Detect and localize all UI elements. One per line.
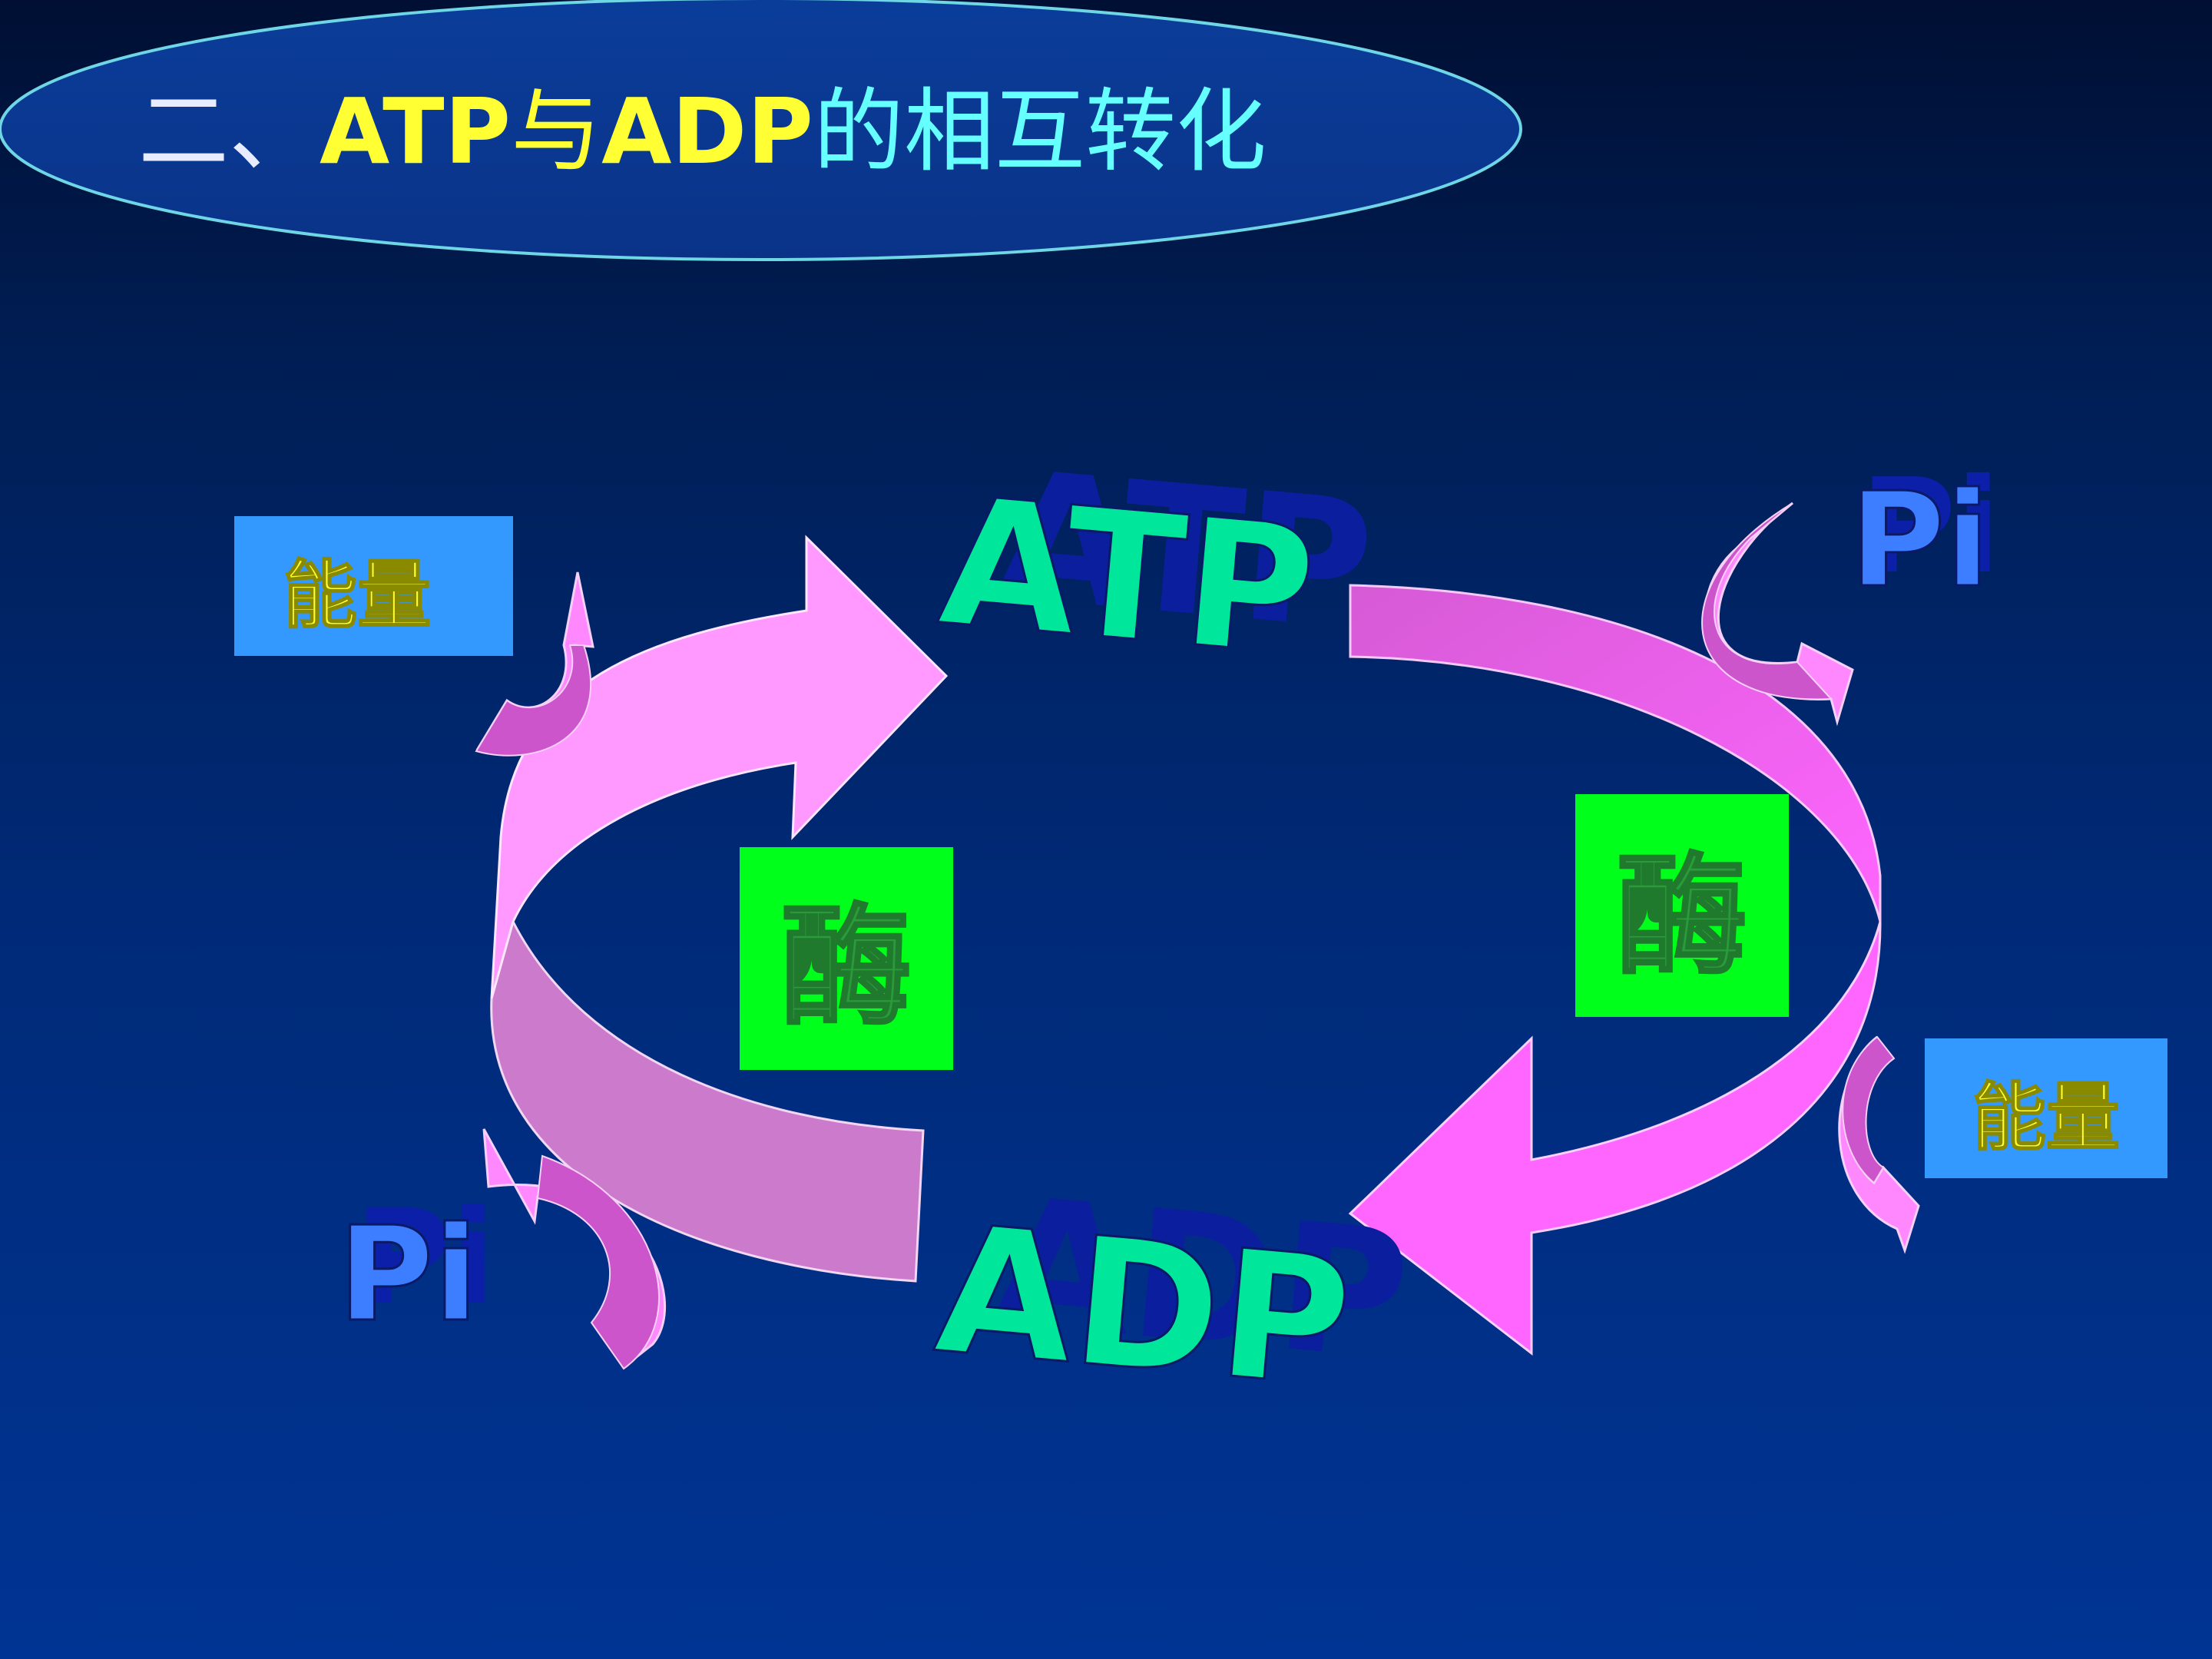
adp-label-shadow: ADP: [987, 1160, 1416, 1400]
title-atp: ATP: [320, 78, 511, 184]
enzyme-box-left: 酶: [740, 847, 953, 1070]
pi-in-curved-arrow-body: [536, 1154, 660, 1370]
atp-label-text: ATP: [933, 459, 1323, 696]
energy-label-right: 能量: [1972, 1075, 2120, 1161]
title-with: 与: [511, 78, 601, 184]
pi-out-curved-arrow-body: [1701, 502, 1833, 700]
pi-label-top-right-shadow: Pi: [1860, 451, 2001, 603]
adp-label-text: ADP: [929, 1187, 1358, 1428]
atp-label: ATP ATP: [932, 434, 1380, 697]
enzyme-box-left-bg: [740, 847, 953, 1070]
hydrolysis-arrow-head: [1348, 921, 1882, 1356]
adp-label: ADP ADP: [928, 1160, 1416, 1429]
energy-box-left-bg: [234, 516, 513, 656]
title-banner: 二、ATP与ADP的相互转化: [0, 0, 1522, 261]
title-prefix: 二、: [138, 78, 320, 184]
enzyme-box-right-bg: [1575, 794, 1789, 1017]
enzyme-box-right: 酶: [1575, 794, 1789, 1017]
page-title: 二、ATP与ADP的相互转化: [138, 78, 1267, 184]
energy-box-right: 能量: [1925, 1038, 2167, 1178]
pi-label-bottom-left-shadow: Pi: [355, 1182, 495, 1334]
title-oval: [0, 0, 1522, 261]
hydrolysis-arrow-tail: [1349, 584, 1882, 922]
pi-label-top-right-text: Pi: [1849, 465, 1990, 617]
energy-box-left: 能量: [234, 516, 513, 656]
title-suffix: 的相互转化: [813, 78, 1267, 184]
energy-box-right-bg: [1925, 1038, 2167, 1178]
enzyme-label-left: 酶: [781, 892, 912, 1044]
enzyme-label-right: 酶: [1617, 841, 1747, 993]
atp-label-shadow: ATP: [991, 434, 1380, 671]
energy-in-curved-arrow-body: [475, 644, 592, 757]
energy-label-left: 能量: [283, 552, 431, 638]
title-adp: ADP: [601, 78, 813, 184]
hydrolysis-arrow: [1348, 584, 1882, 1356]
pi-label-bottom-left-text: Pi: [338, 1199, 478, 1351]
pi-label-top-right: Pi Pi: [1849, 451, 2001, 618]
synthesis-arrow-tail: [490, 918, 925, 1283]
pi-label-bottom-left: Pi Pi: [337, 1182, 495, 1353]
energy-out-curved-arrow-body: [1842, 1035, 1896, 1184]
